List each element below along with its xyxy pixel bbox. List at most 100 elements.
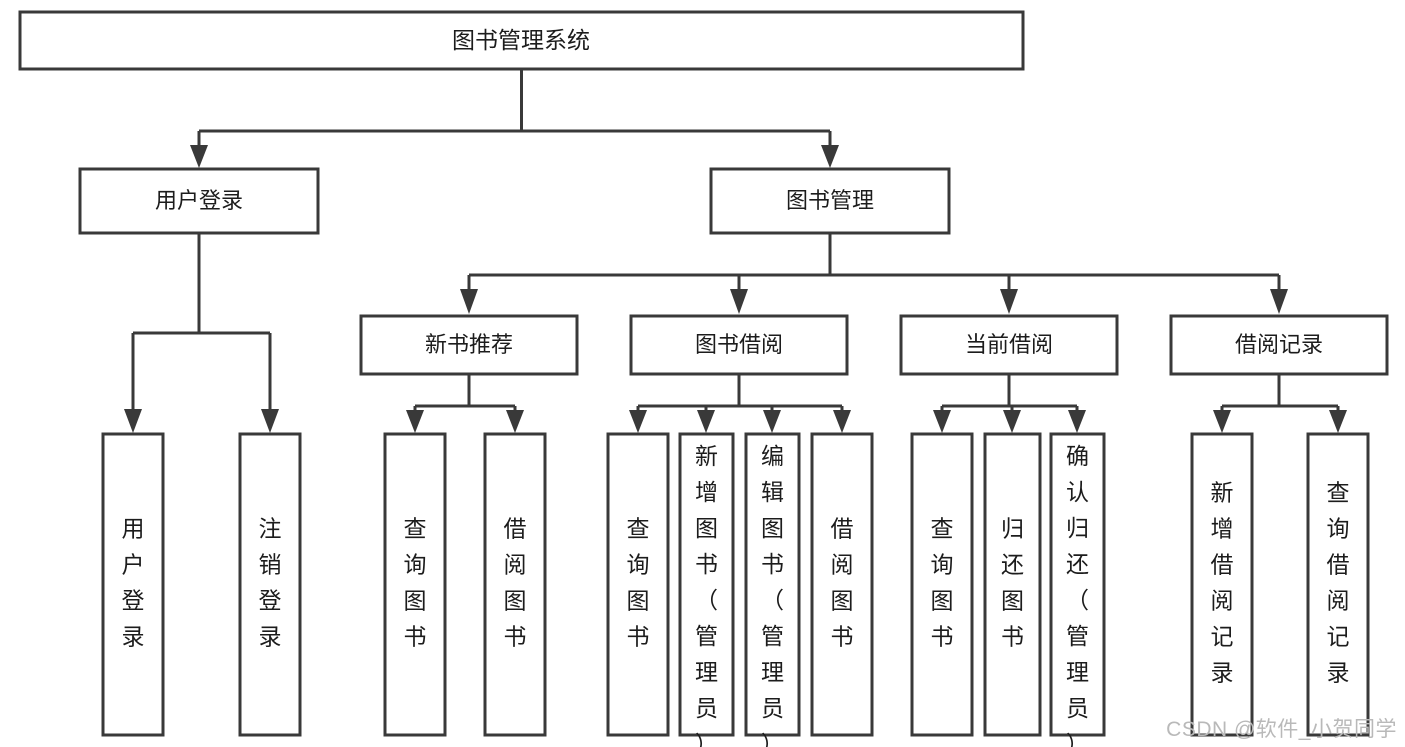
leaf-char: ）: [1066, 731, 1089, 747]
leaf-char: 管: [695, 623, 718, 649]
leaf-box[interactable]: [101, 432, 165, 737]
leaf-char: 书: [931, 624, 954, 650]
leaf-char: 新: [1211, 480, 1234, 506]
leaf-node-用户登录-0[interactable]: 用户登录: [101, 432, 165, 737]
leaf-char: 登: [259, 588, 282, 614]
leaf-char: 员: [1066, 695, 1089, 721]
leaf-char: 书: [404, 624, 427, 650]
arrow-root-to-book-mgmt: [821, 145, 839, 168]
leaf-char: 注: [259, 516, 282, 542]
leaf-char: 编: [761, 443, 784, 469]
leaf-char: 书: [1001, 624, 1024, 650]
leaf-char: 借: [1211, 552, 1234, 578]
book-management-label: 图书管理: [786, 188, 874, 213]
current-borrow-box[interactable]: [899, 314, 1119, 376]
node-book-management[interactable]: 图书管理: [709, 167, 951, 235]
arrow-book-mgmt-to-new-books: [460, 289, 478, 314]
edge-layer: [124, 69, 1347, 433]
leaf-box[interactable]: [238, 432, 302, 737]
leaf-char: 录: [1327, 660, 1350, 686]
book-borrow-label: 图书借阅: [695, 332, 783, 357]
leaf-char: 阅: [1327, 588, 1350, 614]
root-label: 图书管理系统: [452, 27, 590, 53]
node-user-login[interactable]: 用户登录: [78, 167, 320, 235]
arrow-book-mgmt-to-records: [1270, 289, 1288, 314]
leaf-char: 书: [627, 624, 650, 650]
leaf-char: 书: [695, 551, 718, 577]
arrow-book-mgmt-to-borrow: [730, 289, 748, 314]
leaf-char: 用: [122, 516, 145, 542]
leaf-box[interactable]: [678, 432, 735, 737]
leaf-box[interactable]: [383, 432, 447, 737]
arrow-borrow-leaf-4: [833, 410, 851, 433]
arrow-user-login-leaf-2: [261, 409, 279, 433]
node-current-borrow[interactable]: 当前借阅: [899, 314, 1119, 376]
current-borrow-label: 当前借阅: [965, 332, 1053, 357]
arrow-current-leaf-3: [1068, 410, 1086, 433]
arrow-current-leaf-2: [1003, 410, 1021, 433]
leaf-char: 新: [695, 443, 718, 469]
leaf-char: 图: [1001, 588, 1024, 614]
arrow-user-login-leaf-1: [124, 409, 142, 433]
leaf-char: 借: [504, 516, 527, 542]
arrow-records-leaf-1: [1213, 410, 1231, 433]
node-root-system[interactable]: 图书管理系统: [18, 10, 1025, 71]
leaf-char: （: [761, 587, 784, 613]
leaf-box[interactable]: [810, 432, 874, 737]
new-book-recommend-box[interactable]: [359, 314, 579, 376]
user-login-label: 用户登录: [155, 188, 243, 213]
arrow-new-books-leaf-1: [406, 410, 424, 433]
leaf-char: 借: [1327, 552, 1350, 578]
root-box[interactable]: [18, 10, 1025, 71]
arrow-borrow-leaf-1: [629, 410, 647, 433]
leaf-box[interactable]: [983, 432, 1042, 737]
leaf-box[interactable]: [1306, 432, 1370, 737]
user-login-box[interactable]: [78, 167, 320, 235]
leaf-box[interactable]: [483, 432, 547, 737]
leaf-box[interactable]: [910, 432, 974, 737]
node-new-book-recommend[interactable]: 新书推荐: [359, 314, 579, 376]
leaf-char: 增: [695, 479, 718, 505]
leaf-char: 员: [695, 695, 718, 721]
leaf-layer: 用户登录注销登录查询图书借阅图书查询图书新增图书（管理员）编辑图书（管理员）借阅…: [101, 432, 1370, 747]
leaf-box[interactable]: [606, 432, 670, 737]
leaf-box[interactable]: [744, 432, 801, 737]
leaf-char: 书: [831, 624, 854, 650]
leaf-char: 户: [122, 552, 145, 578]
node-borrow-records[interactable]: 借阅记录: [1169, 314, 1389, 376]
leaf-box[interactable]: [1049, 432, 1106, 737]
borrow-records-box[interactable]: [1169, 314, 1389, 376]
leaf-char: 图: [695, 515, 718, 541]
leaf-char: （: [695, 587, 718, 613]
leaf-char: 还: [1001, 552, 1024, 578]
node-book-borrow[interactable]: 图书借阅: [629, 314, 849, 376]
leaf-char: 询: [404, 552, 427, 578]
leaf-char: 理: [695, 659, 718, 685]
leaf-char: 图: [404, 588, 427, 614]
leaf-char: 借: [831, 516, 854, 542]
leaf-box[interactable]: [1190, 432, 1254, 737]
leaf-char: 确: [1066, 443, 1089, 469]
arrow-new-books-leaf-2: [506, 410, 524, 433]
leaf-char: 查: [404, 516, 427, 542]
leaf-char: 查: [1327, 480, 1350, 506]
leaf-char: ）: [695, 731, 718, 747]
book-management-box[interactable]: [709, 167, 951, 235]
leaf-char: 销: [259, 552, 282, 578]
leaf-char: 询: [931, 552, 954, 578]
book-borrow-box[interactable]: [629, 314, 849, 376]
leaf-char: 阅: [831, 552, 854, 578]
leaf-char: 记: [1327, 624, 1350, 650]
